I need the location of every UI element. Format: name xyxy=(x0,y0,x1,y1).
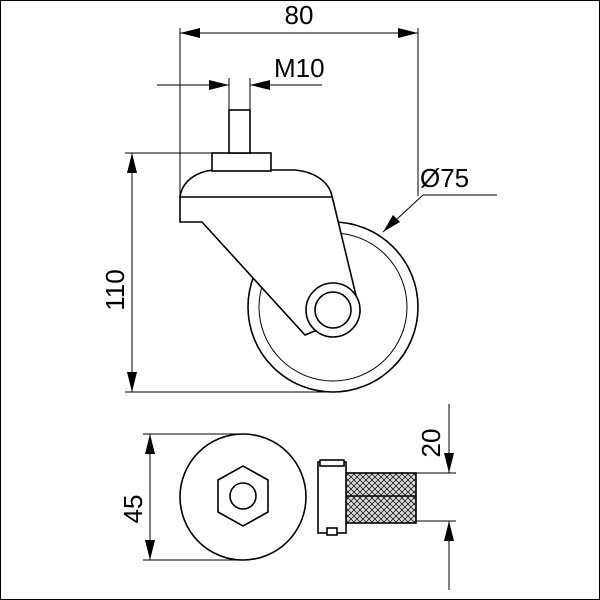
dimension-110-label: 110 xyxy=(100,269,130,310)
axle-cap xyxy=(326,527,338,536)
hex-nut-bore xyxy=(229,482,257,510)
threaded-stem xyxy=(228,109,251,154)
axle-boss-inner xyxy=(314,291,352,329)
swivel-housing xyxy=(179,169,333,198)
dimension-diameter-label: Ø75 xyxy=(420,163,469,193)
arrow-110-bottom xyxy=(127,372,137,392)
arrow-110-top xyxy=(127,153,137,173)
dimension-45-label: 45 xyxy=(118,495,148,524)
arrow-45-top xyxy=(145,434,155,454)
bottom-view: 45 20 xyxy=(118,404,456,590)
side-view: 80 M10 Ø75 110 xyxy=(100,0,497,393)
arrow-m10-right xyxy=(250,80,270,90)
fork-plate xyxy=(317,461,347,534)
arrow-45-bottom xyxy=(145,540,155,560)
arrow-20-bottom xyxy=(444,521,454,541)
wheel-tread xyxy=(332,472,417,524)
fork-plate-top xyxy=(319,459,345,467)
dimension-m10-label: M10 xyxy=(274,53,325,83)
arrow-20-top xyxy=(444,453,454,473)
arrow-80-left xyxy=(180,28,200,38)
arrow-diameter xyxy=(383,215,400,232)
arrow-80-right xyxy=(398,28,418,38)
dimension-80-label: 80 xyxy=(285,0,314,30)
arrow-m10-left xyxy=(209,80,229,90)
dimension-20-label: 20 xyxy=(416,429,446,458)
mount-nut xyxy=(211,152,272,172)
